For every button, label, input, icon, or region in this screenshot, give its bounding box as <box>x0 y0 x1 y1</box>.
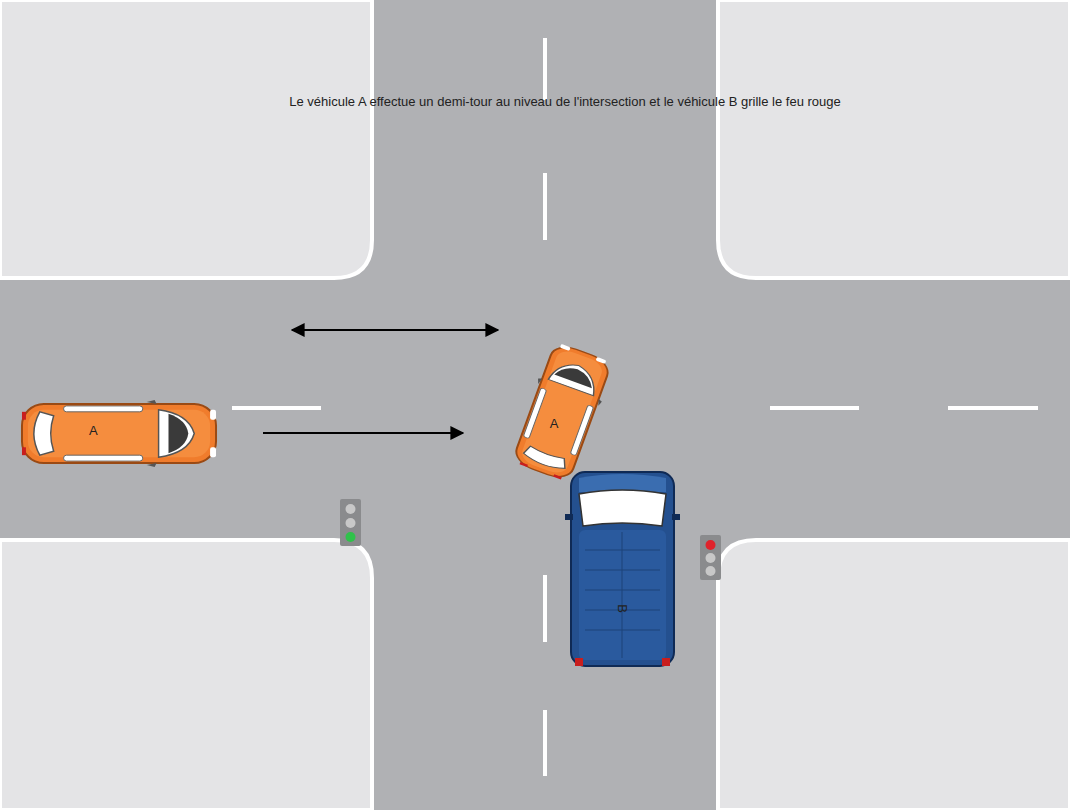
corner-block <box>0 0 372 278</box>
vehicle-letter: A <box>550 417 559 430</box>
vehicle-letter: B <box>616 604 629 613</box>
direction-arrow <box>263 432 463 434</box>
vehicle-letter: A <box>89 424 98 437</box>
corner-block <box>718 540 1070 810</box>
double-arrow <box>292 329 498 331</box>
vehicle-shape <box>20 400 218 467</box>
scene-title: Le véhicule A effectue un demi-tour au n… <box>150 94 980 109</box>
van-b: B <box>565 470 680 668</box>
lane-markings <box>232 38 1038 776</box>
corner-block <box>718 0 1070 278</box>
traffic-light-red <box>700 535 721 580</box>
car-a-approach: A <box>20 400 218 467</box>
traffic-light-green <box>340 499 361 546</box>
corner-block <box>0 540 372 810</box>
vehicle-shape <box>565 470 680 668</box>
